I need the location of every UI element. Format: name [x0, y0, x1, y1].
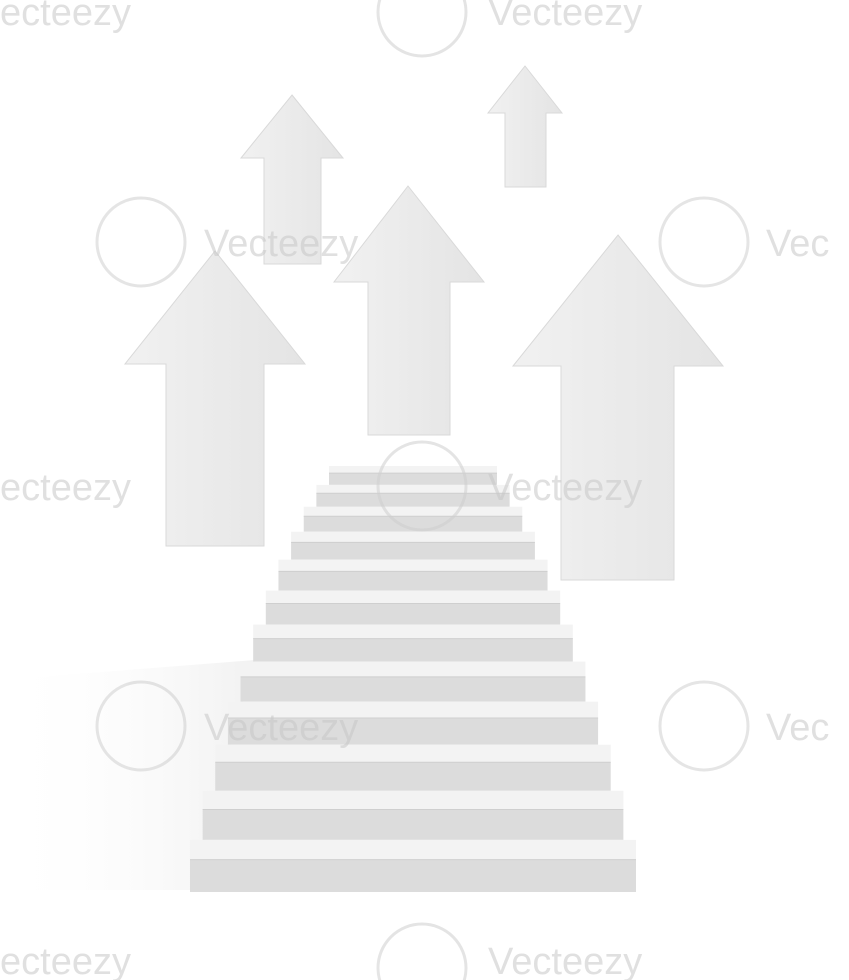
watermark-text: Vec	[766, 707, 829, 749]
watermark-logo	[658, 680, 750, 772]
stair-step	[227, 701, 599, 745]
stair-step	[278, 559, 548, 591]
stair-step	[291, 531, 535, 560]
watermark-logo	[376, 922, 468, 980]
watermark-logo	[376, 440, 468, 532]
stair-step	[253, 624, 573, 662]
watermark-logo	[658, 196, 750, 288]
stair-step	[215, 744, 611, 791]
staircase	[190, 466, 636, 892]
stair-step	[190, 839, 636, 892]
arrow-center	[332, 185, 486, 436]
stair-step	[265, 590, 561, 625]
watermark-text: ecteezy	[0, 941, 131, 980]
watermark-text: Vecteezy	[488, 467, 642, 509]
stair-step	[202, 790, 624, 840]
stair-step	[303, 506, 523, 532]
watermark-text: Vecteezy	[204, 707, 358, 749]
watermark-text: Vecteezy	[488, 941, 642, 980]
watermark-text: Vecteezy	[488, 0, 642, 34]
arrow-top-left	[239, 94, 345, 265]
watermark-layer: ecteezy Vecteezy Vecteezy Vec ecteezy Ve…	[0, 0, 829, 980]
arrow-small-top-right	[486, 65, 564, 188]
stair-step	[316, 484, 510, 507]
stair-step	[240, 661, 586, 702]
arrow-left-large	[123, 250, 307, 547]
stair-step	[329, 466, 497, 485]
stair-shadow	[0, 660, 255, 890]
watermark-text: ecteezy	[0, 0, 131, 34]
watermark-text: Vecteezy	[204, 223, 358, 265]
watermark-text: Vec	[766, 223, 829, 265]
arrow-right-large	[511, 234, 725, 581]
watermark-logo	[95, 196, 187, 288]
watermark-logo	[376, 0, 468, 58]
watermark-text: ecteezy	[0, 467, 131, 509]
watermark-logo	[95, 680, 187, 772]
